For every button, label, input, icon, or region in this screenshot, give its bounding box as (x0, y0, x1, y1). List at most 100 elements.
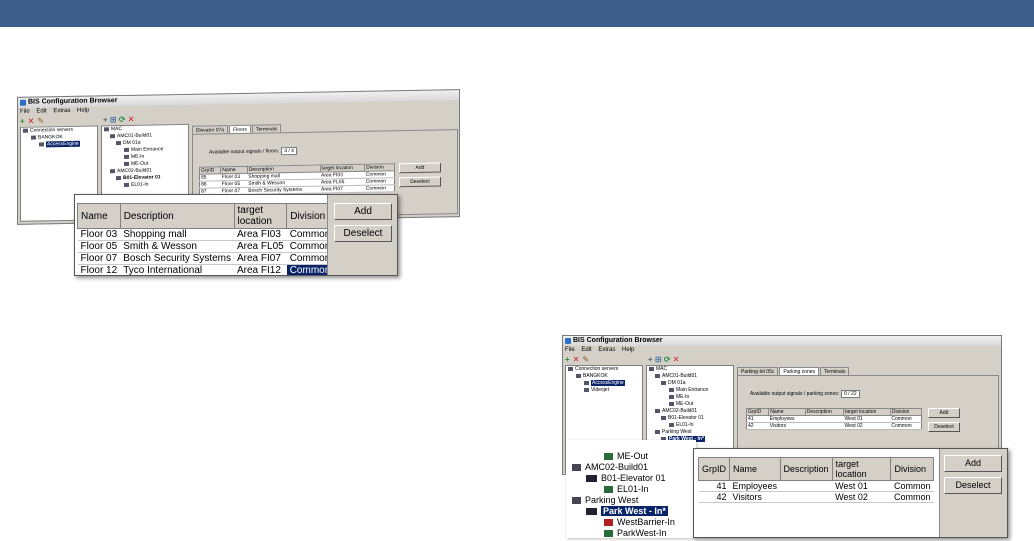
menu-extras[interactable]: Extras (53, 107, 71, 115)
deselect-button[interactable]: Deselect (334, 225, 392, 242)
deselect-button[interactable]: Deselect (399, 176, 441, 188)
reader-icon (604, 530, 613, 538)
tree-node[interactable]: AMC01-Build01 (647, 373, 733, 380)
table-cell: Floor 05 (77, 240, 121, 253)
table-cell: Common (286, 228, 334, 241)
table-cell: 42 (746, 422, 769, 430)
tree-node[interactable]: Main Entrance (647, 387, 733, 394)
table-cell: Common (890, 422, 922, 430)
table-cell: Employees (768, 415, 806, 423)
tree-node[interactable]: AMC02-Build01 (647, 408, 733, 415)
table-cell (780, 491, 833, 503)
menu-help[interactable]: Help (622, 347, 635, 353)
server-icon (568, 366, 573, 371)
add-button[interactable]: Add (944, 455, 1002, 472)
toolbar-mid: + ⊞ ⟳ ✕ (103, 115, 134, 125)
menu-file[interactable]: File (20, 108, 30, 115)
table-cell: Employees (729, 480, 781, 492)
column-header: Division (890, 457, 934, 481)
deselect-button[interactable]: Deselect (928, 422, 960, 432)
tree-node[interactable]: ParkWest-In (604, 527, 666, 539)
menu-bar: File Edit Extras Help (563, 346, 1001, 355)
column-header: GrpID (745, 408, 770, 416)
tree-node[interactable]: B01-Elevator 01 (647, 415, 733, 422)
menu-edit[interactable]: Edit (581, 347, 592, 353)
tree-node[interactable]: WestBarrier-In (604, 516, 675, 528)
refresh-icon[interactable]: ⟳ (118, 114, 126, 125)
tree-node[interactable]: Park West - In* (586, 505, 668, 517)
add-button[interactable]: Add (334, 203, 392, 220)
menu-edit[interactable]: Edit (36, 108, 47, 115)
delete-icon[interactable]: ✕ (672, 355, 680, 364)
menu-file[interactable]: File (565, 347, 575, 353)
tab-parking-zones[interactable]: Parking zones (779, 367, 820, 375)
table-cell: Visitors (729, 491, 781, 503)
column-header: Division (286, 203, 334, 229)
table-cell: Visitors (768, 422, 806, 430)
edit-icon[interactable]: ✎ (37, 116, 45, 126)
add-button[interactable]: Add (928, 408, 960, 418)
tree-node[interactable]: EL01-In (604, 483, 649, 495)
entrance-icon (124, 147, 129, 152)
add-icon[interactable]: + (648, 355, 653, 364)
zoom-device-tree: ME-Out AMC02-Build01 B01-Elevator 01 EL0… (566, 440, 696, 538)
reader-icon (124, 154, 129, 159)
add-icon[interactable]: + (103, 115, 108, 125)
table-cell: Floor 12 (77, 264, 121, 275)
entrance-icon (669, 387, 674, 392)
tree-node[interactable]: MAC (647, 366, 733, 373)
tree-node[interactable]: Connection servers (566, 366, 642, 373)
tree-node[interactable]: Parking West (572, 494, 638, 506)
edit-icon[interactable]: ✎ (582, 355, 590, 364)
delete-icon[interactable]: ✕ (27, 116, 35, 126)
tree-node[interactable]: Parking West (647, 429, 733, 436)
tree-node[interactable]: Park West - In* (647, 436, 733, 443)
menu-extras[interactable]: Extras (598, 347, 616, 353)
window-title-bar: BIS Configuration Browser (563, 336, 1001, 346)
table-cell: Floor 03 (77, 228, 121, 241)
tab-parking-lot[interactable]: Parking-lot 05c (737, 367, 779, 375)
tree-node[interactable]: EL01-In (102, 181, 188, 190)
tree-node[interactable]: ME-In (647, 394, 733, 401)
top-banner (0, 0, 1034, 27)
tree-node[interactable]: DM 01a (647, 380, 733, 387)
network-icon[interactable]: ⊞ (109, 115, 117, 125)
reader-icon (604, 453, 613, 461)
column-header: GrpID (697, 457, 731, 481)
delete-icon[interactable]: ✕ (572, 355, 580, 364)
tab-terminals[interactable]: Terminals (820, 367, 850, 375)
window-title: BIS Configuration Browser (573, 337, 663, 344)
tree-node[interactable]: AMC02-Build01 (572, 461, 648, 473)
tree-node[interactable]: AccessEngine (21, 140, 97, 148)
tree-node[interactable]: ME-Out (647, 401, 733, 408)
add-button[interactable]: Add (399, 162, 441, 174)
refresh-icon[interactable]: ⟳ (663, 355, 671, 364)
deselect-button[interactable]: Deselect (944, 477, 1002, 494)
menu-help[interactable]: Help (77, 107, 90, 114)
tree-node[interactable]: Videojet (566, 387, 642, 394)
column-header: target location (842, 408, 891, 416)
available-value: 0 / 22 (841, 390, 860, 398)
network-icon[interactable]: ⊞ (654, 355, 662, 364)
delete-icon[interactable]: ✕ (127, 114, 135, 124)
elevator-icon (661, 415, 666, 420)
door-icon (116, 140, 121, 145)
add-icon[interactable]: + (20, 116, 25, 126)
tree-node[interactable]: EL01-In (647, 422, 733, 429)
tree-node[interactable]: BANGKOK (566, 373, 642, 380)
reader-icon (669, 401, 674, 406)
tree-node[interactable]: B01-Elevator 01 (586, 472, 666, 484)
mac-icon (649, 366, 654, 371)
tree-node[interactable]: ME-Out (604, 450, 648, 462)
add-icon[interactable]: + (565, 355, 570, 364)
tree-node[interactable]: AccessEngine (566, 380, 642, 387)
